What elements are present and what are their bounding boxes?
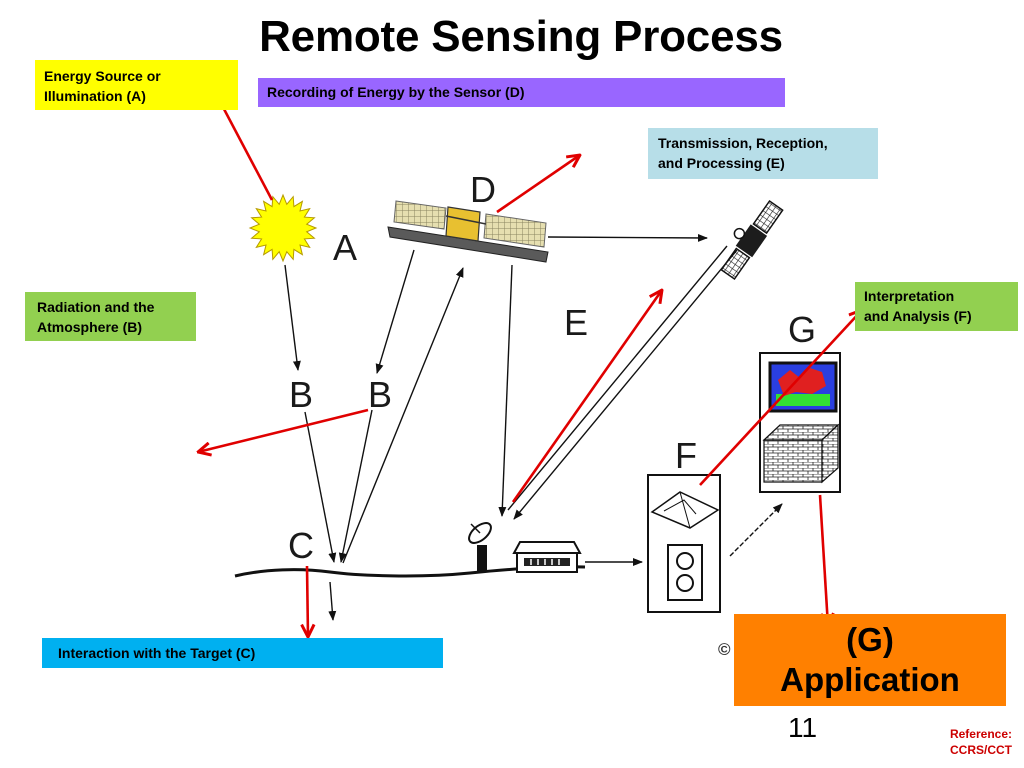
ground-station-icon [468,522,582,573]
radiation-line2: Atmosphere (B) [37,319,143,335]
arrow-satellite-to-relay [547,233,708,242]
label-b-right: B [368,374,392,415]
reference-line1: Reference: [949,727,1012,741]
pointer-recording [496,155,580,214]
interpretation-box: Interpretation and Analysis (F) [855,282,1018,331]
transmission-box: Transmission, Reception, and Processing … [648,128,878,179]
interaction-box: Interaction with the Target (C) [42,638,443,668]
application-box: (G) Application [734,614,1006,706]
relay-dish [733,227,746,240]
satellite-body [445,206,481,242]
station-window-panes [530,559,560,565]
relay-satellite-icon [720,199,784,281]
arrow-atmosphere-to-target-2 [338,409,373,563]
transmission-line1: Transmission, Reception, [658,135,828,151]
application-document-icon [759,352,841,493]
energy-source-box: Energy Source or Illumination (A) [35,60,238,110]
energy-source-line1: Energy Source or [44,68,161,84]
station-roof [512,541,582,554]
label-g: G [788,309,816,350]
grid-block-side [821,423,839,484]
arrow-atmosphere-to-target [304,411,337,563]
satellite-boom [445,215,487,225]
slide-title: Remote Sensing Process [259,12,783,61]
interpretation-line1: Interpretation [864,288,955,304]
label-c: C [288,525,314,566]
label-d: D [470,169,496,210]
label-e: E [564,302,588,343]
dish-feed [470,523,481,534]
label-b-left: B [289,374,313,415]
arrow-sun-to-atmosphere [284,264,301,371]
page-number: 11 [788,712,818,743]
label-a: A [333,227,357,268]
application-line1: (G) [846,621,894,658]
map-image-land [776,394,830,406]
image-strip-bottom [676,574,694,592]
arrow-into-target [328,581,337,621]
pointer-radiation [198,408,369,452]
interpretation-document-icon [647,474,721,613]
arrow-interpretation-to-application [729,503,783,557]
application-line2: Application [780,661,960,698]
interaction-text: Interaction with the Target (C) [58,645,256,661]
energy-source-line2: Illumination (A) [44,88,146,104]
sun-icon [248,193,318,263]
satellite-left-panel [393,200,447,230]
recording-text: Recording of Energy by the Sensor (D) [267,84,525,100]
dish-pedestal [477,545,487,571]
reference-line2: CCRS/CCT [950,743,1012,757]
pointer-arrows [198,92,862,637]
satellite-platform [387,226,549,263]
recording-box: Recording of Energy by the Sensor (D) [258,78,785,107]
arrow-target-to-satellite [342,267,464,564]
reference-note: Reference: CCRS/CCT [950,726,1012,758]
pointer-transmission [511,290,662,503]
arrow-satellite-to-station [498,264,513,517]
flow-arrows [284,233,783,621]
pointer-application [818,494,828,626]
interpretation-line2: and Analysis (F) [864,308,972,324]
label-f: F [675,435,697,476]
satellite-right-panel [483,213,547,248]
image-strip-top [676,552,694,570]
arrow-satellite-to-atmosphere [375,249,415,374]
copyright-symbol: © [718,640,731,659]
pointer-energy-source [215,92,274,201]
station-windows [524,558,570,566]
arrow-relay-to-station-2 [507,245,728,511]
grid-block-front [763,439,823,483]
radiation-box: Radiation and the Atmosphere (B) [25,292,196,341]
arrow-relay-to-station [513,249,738,520]
satellite-icon [387,200,549,263]
radiation-line1: Radiation and the [37,299,155,315]
transmission-line2: and Processing (E) [658,155,785,171]
relay-panel-right [752,199,784,235]
terrain-sketch-detail [663,491,697,529]
relay-body [735,224,768,258]
pointer-interpretation [699,310,862,486]
pointer-interaction [307,565,308,637]
